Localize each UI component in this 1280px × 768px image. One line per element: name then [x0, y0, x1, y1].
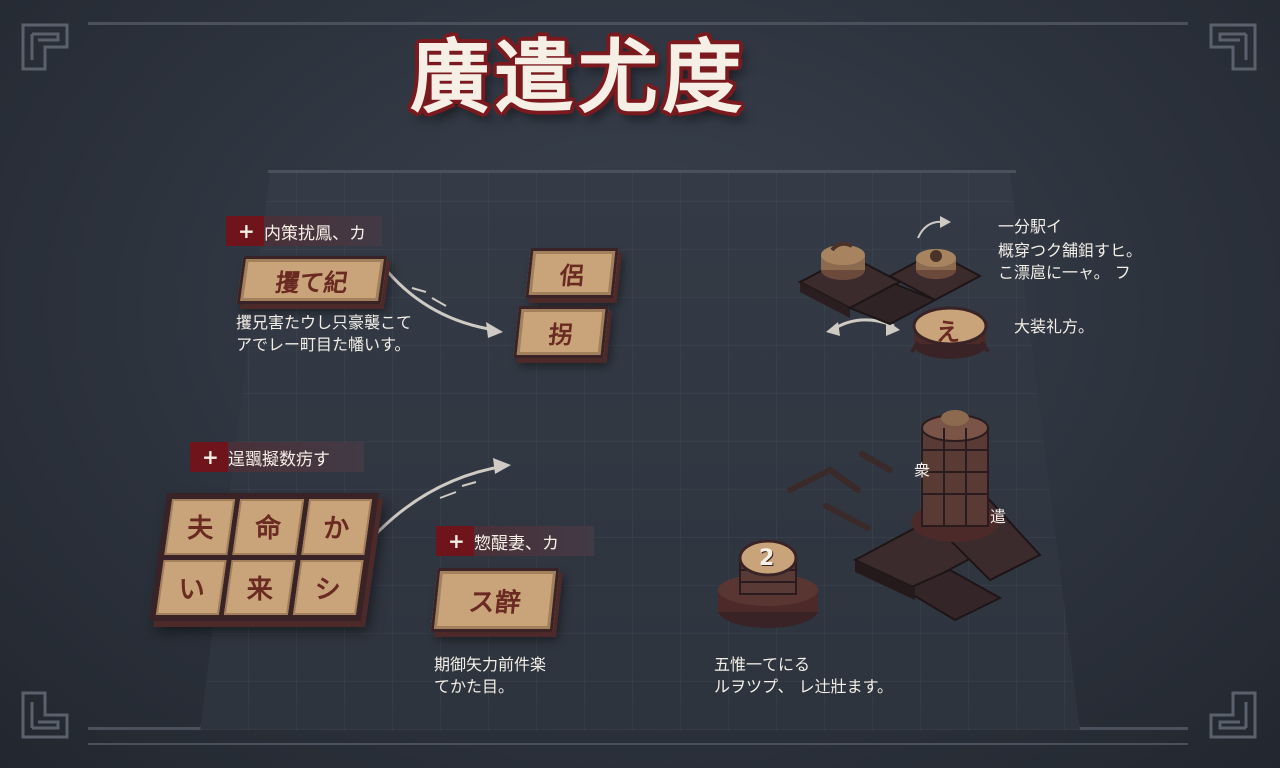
description-top-right: 概穿つク舗鉬すヒ。 こ漂扈に一ャ。 フ — [998, 241, 1143, 282]
grid-cell[interactable]: 来 — [224, 559, 296, 615]
plus-icon: + — [448, 529, 465, 553]
tile-main-top-left[interactable]: 攫て紀 — [236, 256, 388, 304]
side-label-top-right: 大装礼方。 — [1014, 317, 1095, 336]
tile-grid[interactable]: 夫 命 か い 来 シ — [149, 493, 379, 621]
frame-bottom-line-2 — [88, 743, 1188, 745]
description-top-left: 攫兄害たウし只豪襲こて アでレー町目た幡いす。 — [236, 313, 413, 354]
page-title: 廣遣尤度 — [410, 31, 746, 124]
tile-stack-1[interactable]: 侶 — [525, 248, 619, 298]
grid-cell[interactable]: 命 — [232, 499, 304, 555]
description-bottom-mid: 期御矢力前件楽 てかた目。 — [434, 655, 547, 696]
grid-cell[interactable]: シ — [292, 559, 364, 615]
plus-icon: + — [202, 445, 219, 469]
section-tag-bottom-mid[interactable]: + 惣醍妻、カ — [436, 526, 594, 556]
arrowhead-icon — [486, 322, 503, 338]
tile-label: 侶 — [558, 261, 586, 290]
arrowhead-icon — [493, 458, 511, 474]
tower-label-a: 衆 — [914, 461, 931, 480]
arrow-curve-icon — [372, 464, 506, 538]
frame-top-line — [88, 22, 1188, 25]
grid-cell[interactable]: か — [301, 499, 373, 555]
tile-label: 攫て紀 — [273, 268, 350, 297]
tower-label-b: 遣 — [990, 507, 1007, 526]
arrow-curve-icon — [386, 271, 496, 332]
section-tag-label: 内策扰鳳、カ — [264, 223, 366, 244]
description-bottom-right: 五惟一てにる ルヲツプ、 レ辻壯ます。 — [714, 655, 894, 696]
section-tag-label: 惣醍妻、カ — [474, 533, 559, 554]
section-tag-label: 逞飁擬数疠す — [228, 449, 330, 470]
grid-cell[interactable]: 夫 — [164, 499, 236, 555]
token-label[interactable]: え — [936, 318, 960, 346]
tile-label: ス辪 — [467, 587, 523, 618]
tile-main-bottom-mid[interactable]: ス辪 — [430, 568, 560, 632]
section-tag-top-left[interactable]: + 内策扰鳳、カ — [226, 216, 382, 246]
coin-stack-number[interactable]: 2 — [759, 546, 775, 571]
grid-cell[interactable]: い — [155, 559, 227, 615]
tile-stack-2[interactable]: 拐 — [513, 306, 609, 358]
piece-group-top-right — [797, 241, 990, 359]
corner-ornament-icon — [1209, 23, 1257, 71]
heading-top-right: 一分駅イ — [998, 217, 1063, 236]
section-tag-bottom-left[interactable]: + 逞飁擬数疠す — [190, 442, 364, 472]
corner-ornament-icon — [1209, 691, 1257, 739]
piece-group-bottom-right — [718, 410, 1042, 628]
corner-ornament-icon — [21, 23, 69, 71]
corner-ornament-icon — [21, 691, 69, 739]
board-top-edge — [268, 170, 1016, 173]
plus-icon: + — [238, 219, 255, 243]
tile-label: 拐 — [547, 320, 575, 349]
